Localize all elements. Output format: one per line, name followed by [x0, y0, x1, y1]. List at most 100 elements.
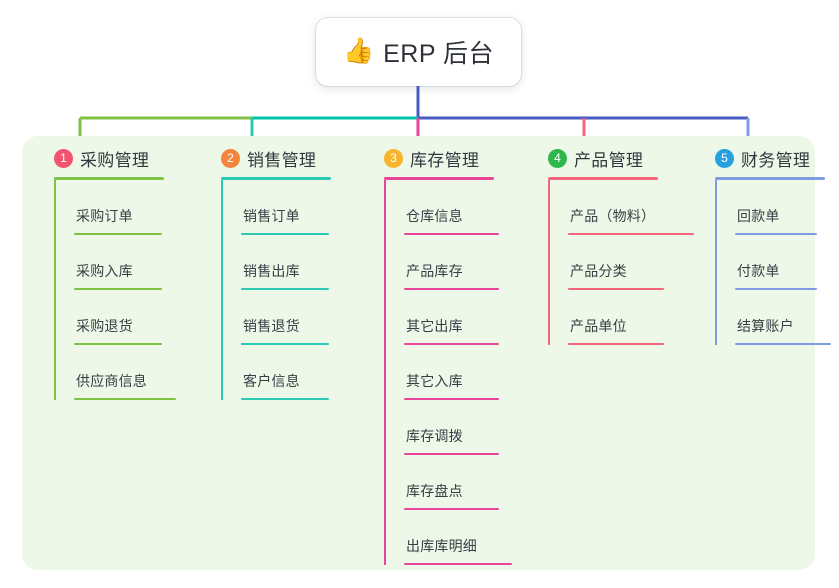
branch-title: 财务管理: [741, 150, 811, 170]
branch-item-label: 结算账户: [737, 318, 794, 334]
root-node-title: ERP 后台: [383, 40, 495, 68]
branch-item-rule: [404, 563, 512, 565]
branch-header-rule: [54, 177, 164, 180]
branch-number-badge: 4: [548, 148, 567, 168]
branch-header-1[interactable]: 1 采购管理: [36, 145, 164, 171]
branch-item-rule: [568, 343, 664, 345]
branch-item[interactable]: 其它入库: [386, 345, 499, 400]
branch-item-label: 产品库存: [406, 263, 463, 279]
branch-number-badge: 1: [54, 148, 73, 168]
branch-item[interactable]: 其它出库: [386, 290, 499, 345]
branch-spine: [384, 180, 386, 565]
branch-item[interactable]: 产品分类: [550, 235, 664, 290]
branch-item[interactable]: 库存调拨: [386, 400, 499, 455]
branch-item-label: 付款单: [737, 263, 780, 279]
branch-column-4: 4 产品管理产品（物料） 产品分类产品单位: [530, 145, 694, 345]
branch-item-label: 采购退货: [76, 318, 133, 334]
branch-item-label: 回款单: [737, 208, 780, 224]
branch-spine: [221, 180, 223, 400]
branches-panel: [22, 136, 815, 570]
branch-item-label: 库存调拨: [406, 428, 463, 444]
branch-item-label: 产品（物料）: [570, 208, 656, 224]
branch-item[interactable]: 采购订单: [56, 180, 164, 235]
branch-item[interactable]: 客户信息: [223, 345, 331, 400]
branch-header-rule: [548, 177, 658, 180]
branch-header-rule: [715, 177, 825, 180]
branch-title: 产品管理: [574, 150, 644, 170]
root-node-card[interactable]: 👍 ERP 后台: [316, 18, 521, 86]
branch-item-label: 供应商信息: [76, 373, 147, 389]
branch-item-label: 采购入库: [76, 263, 133, 279]
branch-item-label: 其它出库: [406, 318, 463, 334]
branch-item-list: 销售订单销售出库销售退货客户信息: [203, 180, 331, 400]
branch-item-rule: [404, 343, 499, 345]
branch-item-rule: [74, 398, 176, 400]
branch-item[interactable]: 产品库存: [386, 235, 499, 290]
branch-item-rule: [735, 233, 817, 235]
branch-item-list: 采购订单采购入库采购退货供应商信息: [36, 180, 176, 400]
branch-item-rule: [74, 233, 162, 235]
branch-number-badge: 3: [384, 148, 403, 168]
branch-item-rule: [241, 343, 329, 345]
branch-item[interactable]: 销售出库: [223, 235, 331, 290]
branch-item-list: 回款单付款单结算账户: [697, 180, 831, 345]
branch-item-rule: [404, 233, 499, 235]
branch-column-5: 5 财务管理回款单付款单结算账户: [697, 145, 831, 345]
branch-item-rule: [74, 343, 162, 345]
branch-item-rule: [404, 508, 499, 510]
branch-item[interactable]: 产品单位: [550, 290, 664, 345]
branch-item[interactable]: 库存盘点: [386, 455, 499, 510]
branch-item-rule: [404, 398, 499, 400]
branch-item-label: 库存盘点: [406, 483, 463, 499]
branch-item[interactable]: 仓库信息: [386, 180, 499, 235]
branch-item-rule: [404, 288, 499, 290]
branch-spine: [715, 180, 717, 345]
branch-item[interactable]: 回款单: [717, 180, 825, 235]
branch-title: 库存管理: [410, 150, 480, 170]
branch-item-list: 仓库信息产品库存其它出库其它入库库存调拨库存盘点出库库明细: [366, 180, 512, 565]
branch-item[interactable]: 供应商信息: [56, 345, 176, 400]
branch-item-rule: [74, 288, 162, 290]
branch-item[interactable]: 产品（物料）: [550, 180, 694, 235]
branch-item-label: 产品单位: [570, 318, 627, 334]
branch-spine: [548, 180, 550, 345]
branch-item-label: 产品分类: [570, 263, 627, 279]
branch-header-5[interactable]: 5 财务管理: [697, 145, 825, 171]
branch-title: 采购管理: [80, 150, 150, 170]
branch-item-rule: [568, 288, 664, 290]
branch-item-label: 采购订单: [76, 208, 133, 224]
branch-item[interactable]: 付款单: [717, 235, 825, 290]
branch-item-rule: [241, 233, 329, 235]
branch-spine: [54, 180, 56, 400]
branch-item-rule: [735, 343, 831, 345]
branch-number-badge: 5: [715, 148, 734, 168]
branch-item-label: 销售退货: [243, 318, 300, 334]
thumbs-up-icon: 👍: [342, 36, 375, 65]
branch-item-rule: [735, 288, 817, 290]
branch-item[interactable]: 采购入库: [56, 235, 164, 290]
branch-title: 销售管理: [247, 150, 317, 170]
branch-item-label: 销售订单: [243, 208, 300, 224]
branch-item[interactable]: 采购退货: [56, 290, 164, 345]
branch-item[interactable]: 出库库明细: [386, 510, 512, 565]
branch-column-1: 1 采购管理采购订单采购入库采购退货供应商信息: [36, 145, 176, 400]
branch-item-rule: [241, 398, 329, 400]
branch-item[interactable]: 销售退货: [223, 290, 331, 345]
branch-item-rule: [568, 233, 694, 235]
branch-item-rule: [241, 288, 329, 290]
branch-item-label: 客户信息: [243, 373, 300, 389]
branch-item-list: 产品（物料） 产品分类产品单位: [530, 180, 694, 345]
branch-item-label: 其它入库: [406, 373, 463, 389]
branch-item[interactable]: 销售订单: [223, 180, 331, 235]
branch-header-rule: [384, 177, 494, 180]
branch-header-3[interactable]: 3 库存管理: [366, 145, 494, 171]
branch-item[interactable]: 结算账户: [717, 290, 831, 345]
branch-header-rule: [221, 177, 331, 180]
branch-header-4[interactable]: 4 产品管理: [530, 145, 658, 171]
branch-item-label: 销售出库: [243, 263, 300, 279]
branch-item-rule: [404, 453, 499, 455]
